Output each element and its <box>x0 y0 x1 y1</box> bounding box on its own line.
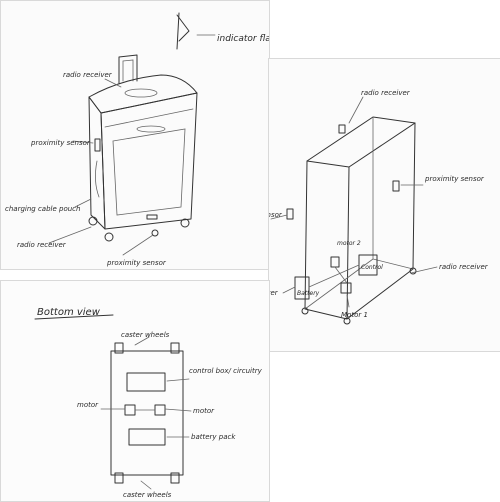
label-motor-2: motor 2 <box>337 240 361 247</box>
frame-left-face <box>304 160 350 320</box>
telescopic-handle <box>118 54 138 84</box>
caster-wheel-tr <box>170 342 180 354</box>
case-front <box>100 92 198 230</box>
flag-cloth <box>176 14 190 42</box>
frame-wheel-3 <box>409 267 417 275</box>
battery-pack <box>128 428 166 446</box>
label-caster-wheels-top: caster wheels <box>121 331 170 339</box>
label-frame-radio-receiver-left: radio receiver <box>269 289 279 297</box>
flag-pole <box>176 12 180 50</box>
frame-proximity-sensor-right <box>392 180 400 192</box>
motor-2-block <box>330 256 340 268</box>
label-frame-proximity-sensor-left: proximity sensor <box>269 211 283 219</box>
proximity-sensor-side <box>94 138 101 152</box>
label-charging-cable-pouch: charging cable pouch <box>5 205 80 213</box>
motor-right <box>154 404 166 416</box>
label-battery: Battery <box>297 290 320 297</box>
label-control: Control <box>361 264 383 271</box>
bottom-view-drawing: Bottom view caster wheels control box/ c… <box>34 307 263 499</box>
suitcase-sketch-panel: indicator flag radio receiver proximity … <box>0 0 270 270</box>
title-underline <box>34 314 114 320</box>
frame-top <box>306 116 416 168</box>
bottom-view-panel: Bottom view caster wheels control box/ c… <box>0 280 270 502</box>
frame-proximity-sensor-left <box>286 208 294 220</box>
motor-left <box>124 404 136 416</box>
label-motor-right: motor <box>193 407 215 415</box>
bottom-proximity-sensor <box>151 229 159 237</box>
label-proximity-sensor: proximity sensor <box>30 139 91 147</box>
frame-right-face <box>346 122 416 320</box>
label-radio-receiver-top: radio receiver <box>63 71 113 79</box>
label-indicator-flag: indicator flag <box>217 34 269 44</box>
caster-wheel-br <box>170 472 180 484</box>
label-control-box: control box/ circuitry <box>189 367 263 375</box>
label-frame-radio-receiver-right: radio receiver <box>439 263 489 271</box>
label-radio-receiver-bottom: radio receiver <box>17 241 67 249</box>
battery-block <box>294 276 310 300</box>
control-box <box>126 372 166 392</box>
wheel-1 <box>88 216 98 226</box>
label-proximity-sensor-bottom: proximity sensor <box>106 259 167 267</box>
frame-sketch-panel: radio receiver proximity sensor proximit… <box>268 58 500 352</box>
frame-wheel-2 <box>343 317 351 325</box>
bottom-outline <box>110 350 184 476</box>
bottom-view-title: Bottom view <box>37 307 101 318</box>
frame-drawing: radio receiver proximity sensor proximit… <box>269 89 489 325</box>
label-frame-proximity-sensor-right: proximity sensor <box>424 175 485 183</box>
frame-wheel-1 <box>301 307 309 315</box>
label-motor-left: motor <box>77 401 99 409</box>
front-handle <box>136 125 166 133</box>
label-battery-pack: battery pack <box>191 433 236 441</box>
label-frame-radio-receiver-top: radio receiver <box>361 89 411 97</box>
label-caster-wheels-bottom: caster wheels <box>123 491 172 499</box>
wheel-2 <box>104 232 114 242</box>
suitcase-drawing: indicator flag radio receiver proximity … <box>5 12 269 267</box>
bottom-radio-receiver <box>146 214 158 220</box>
frame-radio-receiver-top <box>338 124 346 134</box>
top-handle <box>124 88 158 98</box>
wheel-3 <box>180 218 190 228</box>
case-side <box>88 96 106 230</box>
label-motor-1: Motor 1 <box>341 311 368 319</box>
case-top <box>88 74 198 114</box>
caster-wheel-tl <box>114 342 124 354</box>
motor-1-block <box>340 282 352 294</box>
caster-wheel-bl <box>114 472 124 484</box>
charging-pouch-outline <box>95 160 100 198</box>
